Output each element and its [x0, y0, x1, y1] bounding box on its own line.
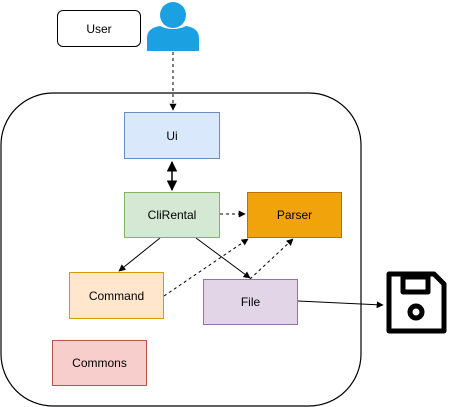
- user-icon: [147, 2, 199, 51]
- file-component[interactable]: File: [203, 279, 298, 325]
- clirental-to-command-arrow: [118, 237, 161, 272]
- clirental-label: CliRental: [147, 208, 197, 222]
- user-label: User: [57, 10, 141, 47]
- file-label: File: [240, 295, 261, 309]
- commons-label: Commons: [72, 356, 127, 370]
- file-to-storage-arrow: [297, 300, 384, 309]
- commons-component[interactable]: Commons: [52, 340, 147, 386]
- parser-label: Parser: [276, 208, 313, 222]
- ui-label: Ui: [166, 128, 178, 143]
- app-boundary: [0, 92, 362, 407]
- floppy-disk-icon: [386, 271, 447, 334]
- command-component[interactable]: Command: [69, 272, 164, 319]
- ui-component[interactable]: Ui: [124, 112, 220, 159]
- parser-component[interactable]: Parser: [247, 192, 342, 238]
- command-to-parser-arrow: [163, 238, 249, 297]
- command-label: Command: [88, 288, 145, 303]
- clirental-component[interactable]: CliRental: [124, 192, 220, 238]
- user-label-text: User: [86, 21, 112, 36]
- clirental-to-file-arrow: [195, 237, 251, 279]
- file-to-parser-arrow: [249, 238, 294, 280]
